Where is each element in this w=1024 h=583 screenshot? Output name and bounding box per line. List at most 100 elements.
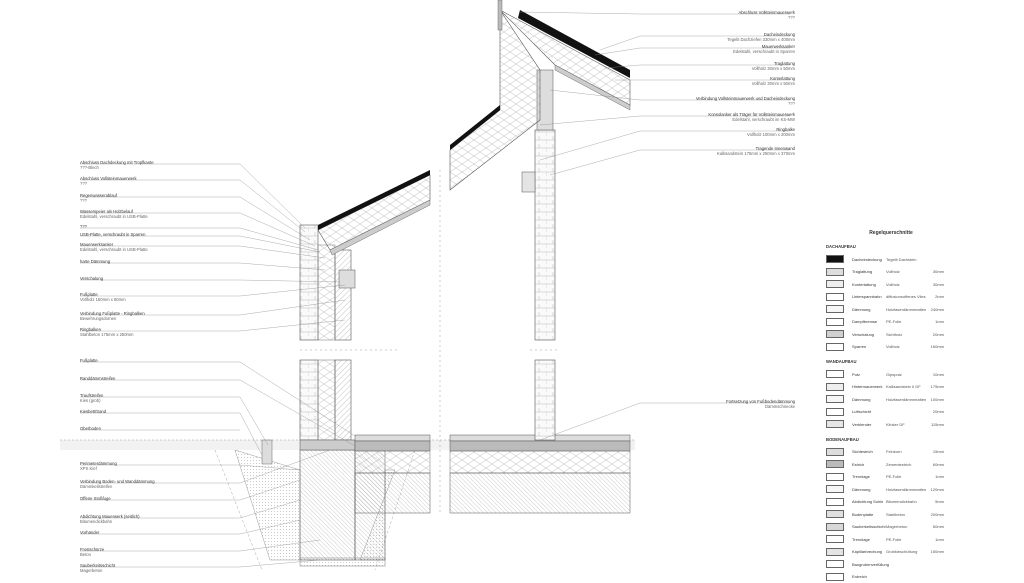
legend-material: Holzfaserdämmmatten [886,487,930,492]
legend-thickness: 1mm [930,319,944,324]
right_labels-annotation: Abschluss Vollsteinmauerwerk??? [738,10,795,20]
legend-thickness: 240mm [930,307,944,312]
legend-material: Tegelit Dachstein [886,257,930,262]
annotation-subtitle: Dämmkeilstreifen [80,484,155,489]
annotation-subtitle: Beton [80,552,104,557]
legend-material: Vollholz [886,344,930,349]
annotation-subtitle: Dämmschnecke [726,404,795,409]
annotation-title: Fußplatte [80,358,98,363]
legend-thickness: 60mm [930,524,944,529]
annotation-subtitle: Vollholz 30mm x 50mm [752,66,795,71]
legend-name: Dampfbremse [852,319,886,324]
legend-name: Verschalung [852,332,886,337]
annotation-title: harte Dämmung [80,259,110,264]
legend-swatch [826,485,844,493]
legend-swatch [826,293,844,301]
legend-material: Feinkorn [886,449,930,454]
legend-swatch [826,305,844,313]
left_labels-annotation: Abdichtung Mauerwerk (seitlich)Bitumendi… [80,514,140,524]
left_labels-annotation: harte Dämmung [80,259,110,264]
legend-thickness: 2mm [930,294,944,299]
legend-swatch [826,460,844,468]
legend-swatch [826,395,844,403]
legend-material: Bitumendickbahn [886,499,930,504]
legend-swatch [826,560,844,568]
legend-thickness: 160mm [930,344,944,349]
legend-thickness: 1mm [930,474,944,479]
legend-thickness: 30mm [930,282,944,287]
legend-swatch [826,343,844,351]
legend-material: PE-Folie [886,537,930,542]
legend-thickness: 5mm [930,499,944,504]
annotation-subtitle: ??? [696,101,795,106]
legend-material: PE-Folie [886,319,930,324]
legend-material: Holzfaserdämmmatten [886,307,930,312]
legend-name: Erdreich [852,574,886,579]
legend-material: Stahlbeton [886,512,930,517]
left_labels-annotation: Offene Stoßfuge [80,496,111,501]
left_labels-annotation: Oberboden [80,426,101,431]
annotation-subtitle: ???-Blech [80,165,154,170]
legend-thickness: 150mm [930,549,944,554]
legend-swatch [826,448,844,456]
annotation-title: Abschluss Vollsteinmauerwerk [80,176,137,181]
legend-thickness: 20mm [930,332,944,337]
left_labels-annotation: Abschluss Dachdeckung mit Tropfkante???-… [80,160,154,170]
annotation-subtitle: ??? [80,198,117,203]
legend-swatch [826,383,844,391]
left_labels-annotation: Randdämmstreifen [80,376,115,381]
legend-thickness: 200mm [930,512,944,517]
annotation-subtitle: Edelstahl, verschraubt im KS-MW [708,117,795,122]
legend-material: Klinker DF [886,422,930,427]
annotation-subtitle: XPS Kief [80,466,117,471]
legend-swatch [826,268,844,276]
annotation-subtitle: Kalksandstein 175mm x 250mm x 370mm [717,151,795,156]
annotation-subtitle: Vollholz 150mm x 80mm [80,297,126,302]
legend-name: Konterlattung [852,282,886,287]
annotation-subtitle: Kies (grob) [80,398,103,403]
left_labels-annotation: Vorhänder [80,530,99,535]
legend-name: Abdichtung Sohle [852,499,886,504]
legend-swatch [826,280,844,288]
legend-material: Zementestrich [886,462,930,467]
annotation-title: Abschluss Vollsteinmauerwerk [738,10,795,15]
legend-swatch [826,318,844,326]
left_labels-annotation: Fußplatte [80,358,98,363]
legend-name: Traglattung [852,269,886,274]
annotation-subtitle: Tegelit Dachziefen 330mm x 400mm [727,37,795,42]
left_labels-annotation: USB-Platte, verschraubt in Sparren [80,232,145,237]
legend-thickness: 10mm [930,372,944,377]
annotation-subtitle: Vollholz 30mm x 50mm [752,81,795,86]
legend-thickness: 100mm [930,397,944,402]
right_labels-annotation: Verbindung Vollsteinmauerwerk und Dachei… [696,96,795,106]
legend-name: Putz [852,372,886,377]
annotation-subtitle: Bewehrungsdornen [80,316,145,321]
legend-name: Trennlage [852,537,886,542]
legend-swatch [826,535,844,543]
annotation-subtitle: Edelstahl, verschraubt in USB-Platte [80,214,148,219]
annotation-title: ??? [80,224,87,229]
legend-thickness: 175mm [930,384,944,389]
annotation-subtitle: Magerbeton [80,568,115,573]
right-leader-lines [520,12,790,440]
legend-row: Baugrubenverfüllung [826,558,956,571]
legend-swatch [826,523,844,531]
legend-name: Sichtestrich [852,449,886,454]
legend-thickness: 15mm [930,449,944,454]
legend-swatch [826,510,844,518]
